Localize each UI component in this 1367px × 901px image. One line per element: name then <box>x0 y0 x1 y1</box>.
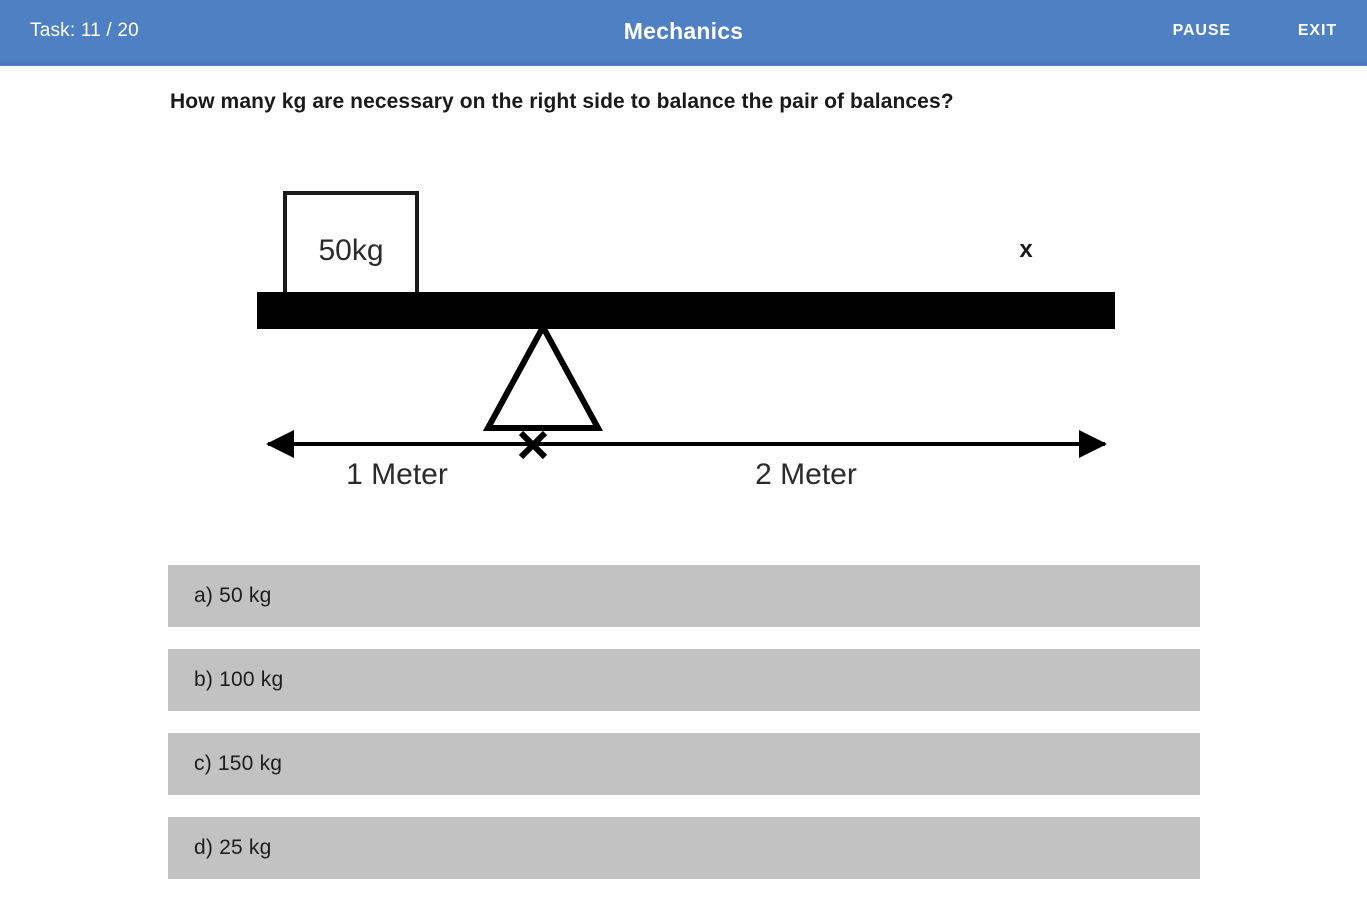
app-header: Task: 11 / 20 Mechanics PAUSE EXIT <box>0 0 1367 66</box>
question-text: How many kg are necessary on the right s… <box>170 90 954 113</box>
answer-option-c[interactable]: c) 150 kg <box>168 733 1200 795</box>
answer-option-b-label: b) 100 kg <box>194 668 284 691</box>
lever-balance-diagram: 50kg x 1 Meter 2 Meter <box>0 170 1367 520</box>
answer-option-a[interactable]: a) 50 kg <box>168 565 1200 627</box>
weight-box <box>283 191 419 297</box>
page-title: Mechanics <box>623 18 744 44</box>
answer-option-c-label: c) 150 kg <box>194 752 283 775</box>
answer-option-d-label: d) 25 kg <box>194 836 272 859</box>
fulcrum-center-marker <box>518 430 548 460</box>
lever-beam <box>257 292 1115 329</box>
task-counter: Task: 11 / 20 <box>30 20 139 41</box>
unknown-mass-label: x <box>1019 236 1033 263</box>
left-distance-label: 1 Meter <box>346 458 448 491</box>
answer-options-list: a) 50 kg b) 100 kg c) 150 kg d) 25 kg <box>168 565 1200 901</box>
weight-box-label: 50kg <box>318 234 383 267</box>
answer-option-b[interactable]: b) 100 kg <box>168 649 1200 711</box>
right-distance-label: 2 Meter <box>755 458 857 491</box>
fulcrum-triangle <box>482 320 604 431</box>
answer-option-a-label: a) 50 kg <box>194 584 272 607</box>
exit-button[interactable]: EXIT <box>1297 22 1337 39</box>
measure-arrow-right <box>1079 430 1107 458</box>
measure-arrow-left <box>266 430 294 458</box>
pause-button[interactable]: PAUSE <box>1172 22 1231 39</box>
answer-option-d[interactable]: d) 25 kg <box>168 817 1200 879</box>
